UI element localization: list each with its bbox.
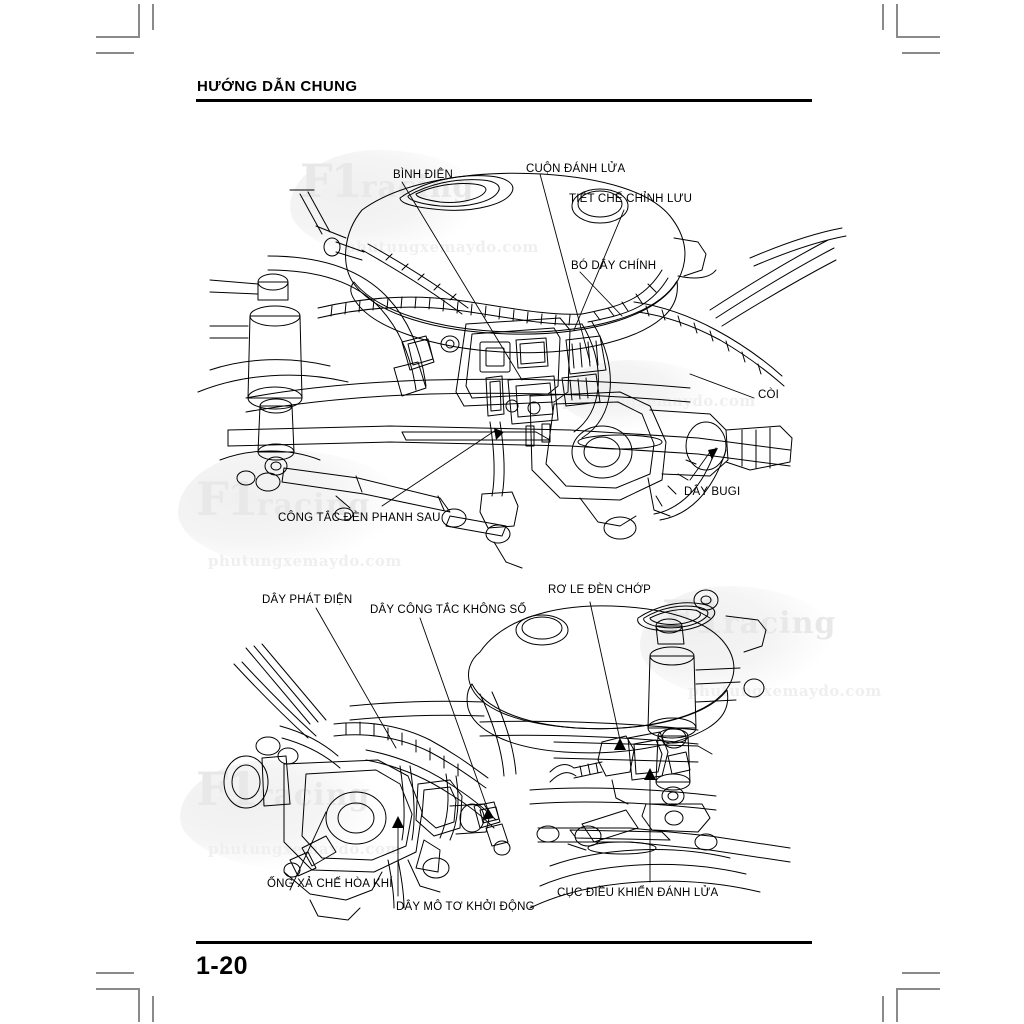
callout-bo-day-chinh: BÓ DÂY CHÍNH — [571, 260, 657, 272]
footer-rule — [196, 941, 812, 944]
callout-binh-dien: BÌNH ĐIỆN — [393, 169, 453, 181]
figure-wiring-harness-left — [150, 130, 890, 569]
callout-ong-xa-che-hoa-khi: ỐNG XẢ CHẾ HÒA KHÍ — [267, 878, 393, 890]
crop-mark-top-right-icon — [866, 4, 940, 54]
callout-day-bugi: DÂY BUGI — [684, 486, 741, 498]
callout-coi: CÒI — [758, 389, 780, 401]
callout-ro-le-den-chop: RƠ LE ĐÈN CHỚP — [548, 584, 652, 596]
callout-cuc-dieu-khien-danh-lua: CỤC ĐIỀU KHIỂN ĐÁNH LỬA — [557, 887, 719, 899]
crop-mark-bottom-right-icon — [866, 968, 940, 1022]
callout-cong-tac-den-phanh-sau: CÔNG TẮC ĐÈN PHANH SAU — [278, 512, 441, 524]
header-rule — [196, 99, 812, 102]
callout-day-phat-dien: DÂY PHÁT ĐIỆN — [262, 594, 353, 606]
callout-day-mo-to-khoi-dong: DÂY MÔ TƠ KHỞI ĐỘNG — [396, 901, 535, 913]
page-number: 1-20 — [196, 952, 249, 980]
page-title: HƯỚNG DẪN CHUNG — [197, 78, 358, 95]
figure-wiring-harness-right — [150, 560, 890, 930]
crop-mark-bottom-left-icon — [96, 968, 156, 1022]
callout-day-cong-tac-khong-so: DÂY CÔNG TẮC KHÔNG SỐ — [370, 604, 527, 616]
crop-mark-top-left-icon — [96, 4, 156, 54]
callout-tiet-che-chinh-luu: TIẾT CHẾ CHỈNH LƯU — [569, 193, 693, 205]
callout-cuon-danh-lua: CUỘN ĐÁNH LỬA — [526, 163, 626, 175]
